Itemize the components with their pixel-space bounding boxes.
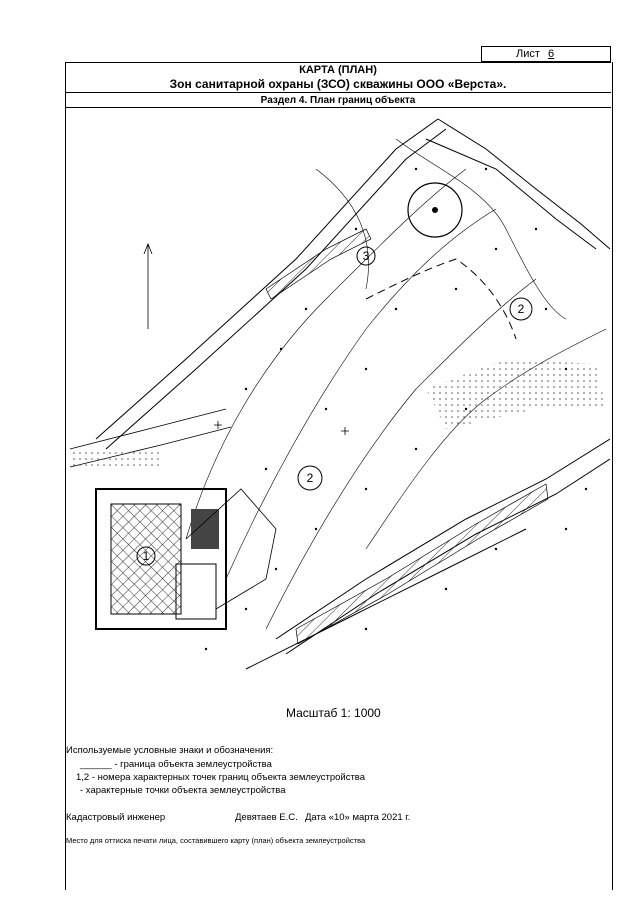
- slope-hatching: [265, 228, 606, 645]
- well-point: [432, 207, 438, 213]
- well-circle: [407, 182, 463, 238]
- sheet-number: 6: [548, 48, 555, 60]
- zone-boundary-dashed: [365, 258, 517, 340]
- legend-item-point-numbers: 1,2 - номера характерных точек границ об…: [76, 772, 366, 783]
- legend-item-points: - характерные точки объекта землеустройс…: [80, 785, 286, 796]
- building-structure: [95, 488, 277, 630]
- signature-name: Девятаев Е.С.: [235, 812, 298, 823]
- map-scale: Масштаб 1: 1000: [286, 706, 381, 720]
- section-title: Раздел 4. План границ объекта: [65, 92, 611, 108]
- point-label-1: 1: [143, 549, 150, 563]
- boundary-point-numbers: [136, 246, 533, 566]
- sheet-number-box: Лист 6: [481, 46, 611, 62]
- signature-role: Кадастровый инженер: [66, 812, 166, 823]
- road-band: [69, 408, 232, 468]
- page-frame: [65, 62, 613, 890]
- title-block: КАРТА (ПЛАН) Зон санитарной охраны (ЗСО)…: [65, 62, 611, 92]
- elevation-points: [204, 167, 588, 651]
- point-label-3: 3: [363, 249, 370, 263]
- contour-lines: [185, 138, 607, 630]
- page-subtitle: Зон санитарной охраны (ЗСО) скважины ООО…: [169, 77, 507, 91]
- sheet-label: Лист: [516, 48, 540, 60]
- signature-date: Дата «10» марта 2021 г.: [305, 812, 411, 823]
- boundary-plan-map: 1 2 2 3: [69, 118, 610, 670]
- stamp-place-note: Место для оттиска печати лица, составивш…: [66, 836, 366, 845]
- legend-item-boundary: ______ - граница объекта землеустройства: [80, 759, 272, 770]
- point-label-2a: 2: [307, 471, 314, 485]
- page-title: КАРТА (ПЛАН): [299, 64, 377, 76]
- legend-heading: Используемые условные знаки и обозначени…: [66, 745, 274, 756]
- survey-markers: [143, 242, 349, 435]
- point-label-2b: 2: [518, 302, 525, 316]
